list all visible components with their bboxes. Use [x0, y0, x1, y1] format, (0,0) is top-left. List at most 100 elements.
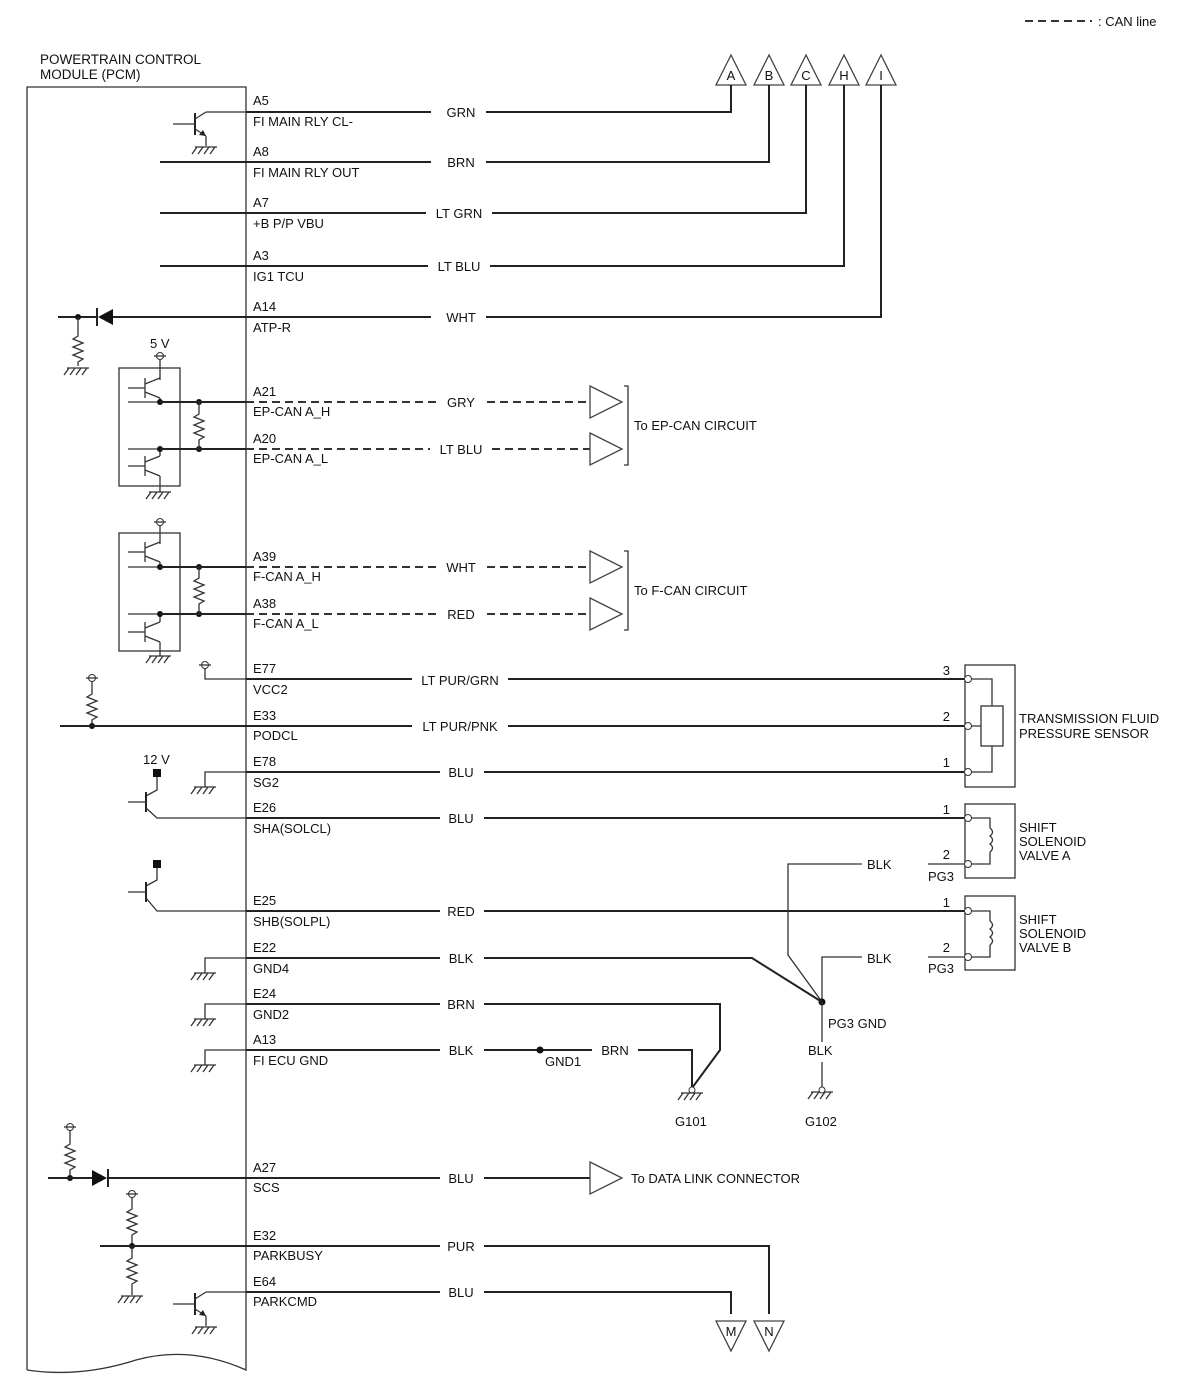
svg-text:E22: E22	[253, 940, 276, 955]
circuit-a38: A38 F-CAN A_L RED	[246, 596, 623, 631]
svg-text:BLK: BLK	[449, 1043, 474, 1058]
svg-text:FI MAIN RLY OUT: FI MAIN RLY OUT	[253, 165, 359, 180]
svg-text:A27: A27	[253, 1160, 276, 1175]
svg-text:GRY: GRY	[447, 395, 475, 410]
circuit-a14: A14 ATP-R WHT	[58, 85, 882, 376]
circuit-a5: A5 FI MAIN RLY CL- GRN	[172, 85, 732, 155]
svg-text:BLU: BLU	[448, 1171, 473, 1186]
circuit-a8: A8 FI MAIN RLY OUT BRN	[160, 85, 770, 180]
svg-text:E32: E32	[253, 1228, 276, 1243]
to-data-link-connector-label: To DATA LINK CONNECTOR	[631, 1171, 800, 1186]
f-can-transceiver	[118, 518, 246, 664]
svg-text:PG3: PG3	[928, 961, 954, 976]
svg-text:E25: E25	[253, 893, 276, 908]
circuit-a21: A21 EP-CAN A_H GRY	[246, 384, 623, 419]
circuit-e32: E32 PARKBUSY PUR	[100, 1190, 770, 1314]
svg-text:LT GRN: LT GRN	[436, 206, 482, 221]
circuit-a3: A3 IG1 TCU LT BLU	[160, 85, 845, 284]
svg-text:SHB(SOLPL): SHB(SOLPL)	[253, 914, 330, 929]
svg-text:EP-CAN A_H: EP-CAN A_H	[253, 404, 330, 419]
circuit-e77: E77 VCC2 LT PUR/GRN	[199, 661, 964, 697]
svg-text:BLK: BLK	[867, 951, 892, 966]
svg-text:GND2: GND2	[253, 1007, 289, 1022]
shift-solenoid-valve-b: 1 2 SHIFT SOLENOID VALVE B PG3 BLK	[867, 895, 1086, 976]
svg-text:E26: E26	[253, 800, 276, 815]
svg-text:PRESSURE SENSOR: PRESSURE SENSOR	[1019, 726, 1149, 741]
ep-can-transceiver: 5 V	[118, 336, 246, 500]
svg-text:SHIFT: SHIFT	[1019, 820, 1057, 835]
svg-text:A13: A13	[253, 1032, 276, 1047]
svg-text:A14: A14	[253, 299, 276, 314]
svg-text:SHA(SOLCL): SHA(SOLCL)	[253, 821, 331, 836]
voltage-5v-label: 5 V	[150, 336, 170, 351]
connector-b: B	[753, 54, 785, 86]
pcm-module-box	[26, 86, 247, 1374]
svg-text:LT PUR/GRN: LT PUR/GRN	[421, 673, 499, 688]
svg-text:N: N	[764, 1324, 773, 1339]
svg-text:F-CAN A_H: F-CAN A_H	[253, 569, 321, 584]
svg-text:SG2: SG2	[253, 775, 279, 790]
pcm-title-line2: MODULE (PCM)	[40, 67, 141, 82]
svg-text:A38: A38	[253, 596, 276, 611]
svg-text:EP-CAN A_L: EP-CAN A_L	[253, 451, 328, 466]
connector-n: N	[753, 1320, 785, 1352]
circuit-e25: E25 SHB(SOLPL) RED	[246, 893, 964, 929]
svg-text:BLK: BLK	[449, 951, 474, 966]
svg-text:BLK: BLK	[867, 857, 892, 872]
svg-text:LT BLU: LT BLU	[440, 442, 483, 457]
svg-text:E33: E33	[253, 708, 276, 723]
circuit-e26: E26 SHA(SOLCL) BLU	[246, 800, 964, 836]
svg-text:A7: A7	[253, 195, 269, 210]
circuit-a39: A39 F-CAN A_H WHT	[246, 549, 623, 584]
svg-text:I: I	[879, 68, 883, 83]
svg-text:TRANSMISSION FLUID: TRANSMISSION FLUID	[1019, 711, 1159, 726]
circuit-e22: E22 GND4 BLK	[190, 940, 823, 1003]
svg-text:C: C	[801, 68, 810, 83]
svg-text:M: M	[726, 1324, 737, 1339]
circuit-a13: A13 FI ECU GND BLK GND1 BRN G101	[190, 1032, 707, 1129]
shift-solenoid-valve-a: 1 2 SHIFT SOLENOID VALVE A PG3 BLK	[867, 802, 1086, 884]
svg-text:SCS: SCS	[253, 1180, 280, 1195]
svg-text:1: 1	[943, 895, 950, 910]
svg-text:E24: E24	[253, 986, 276, 1001]
svg-text:PARKBUSY: PARKBUSY	[253, 1248, 323, 1263]
svg-text:G102: G102	[805, 1114, 837, 1129]
svg-text:B: B	[765, 68, 774, 83]
svg-text:A5: A5	[253, 93, 269, 108]
svg-text:BLU: BLU	[448, 765, 473, 780]
pcm-title-line1: POWERTRAIN CONTROL	[40, 52, 202, 67]
svg-text:GND1: GND1	[545, 1054, 581, 1069]
connector-m: M	[715, 1320, 747, 1352]
svg-text:E64: E64	[253, 1274, 276, 1289]
ep-can-bracket	[624, 385, 629, 466]
svg-text:WHT: WHT	[446, 560, 476, 575]
svg-text:LT BLU: LT BLU	[438, 259, 481, 274]
svg-text:2: 2	[943, 709, 950, 724]
svg-text:SOLENOID: SOLENOID	[1019, 926, 1086, 941]
f-can-bracket	[624, 550, 629, 631]
svg-text:GRN: GRN	[447, 105, 476, 120]
voltage-12v-label: 12 V	[143, 752, 170, 767]
connector-c: C	[790, 54, 822, 86]
circuit-e24: E24 GND2 BRN	[190, 986, 721, 1089]
can-line-legend-text: : CAN line	[1098, 14, 1157, 29]
svg-text:1: 1	[943, 802, 950, 817]
circuit-e78: E78 SG2 BLU	[190, 754, 964, 795]
connector-h: H	[828, 54, 860, 86]
e25-driver-transistor	[128, 860, 246, 912]
svg-text:E77: E77	[253, 661, 276, 676]
circuit-a20: A20 EP-CAN A_L LT BLU	[246, 431, 623, 466]
svg-text:A39: A39	[253, 549, 276, 564]
svg-text:2: 2	[943, 847, 950, 862]
svg-text:FI MAIN RLY CL-: FI MAIN RLY CL-	[253, 114, 353, 129]
svg-text:BRN: BRN	[447, 155, 474, 170]
svg-text:H: H	[839, 68, 848, 83]
pg3-ground-network: PG3 GND BLK G102	[787, 863, 964, 1129]
svg-text:A: A	[727, 68, 736, 83]
circuit-e64: E64 PARKCMD BLU	[172, 1274, 732, 1335]
svg-text:A3: A3	[253, 248, 269, 263]
circuit-e33: E33 PODCL LT PUR/PNK	[60, 674, 964, 743]
circuit-a27: A27 SCS BLU To DATA LINK CONNECTOR	[48, 1123, 800, 1195]
svg-text:SHIFT: SHIFT	[1019, 912, 1057, 927]
